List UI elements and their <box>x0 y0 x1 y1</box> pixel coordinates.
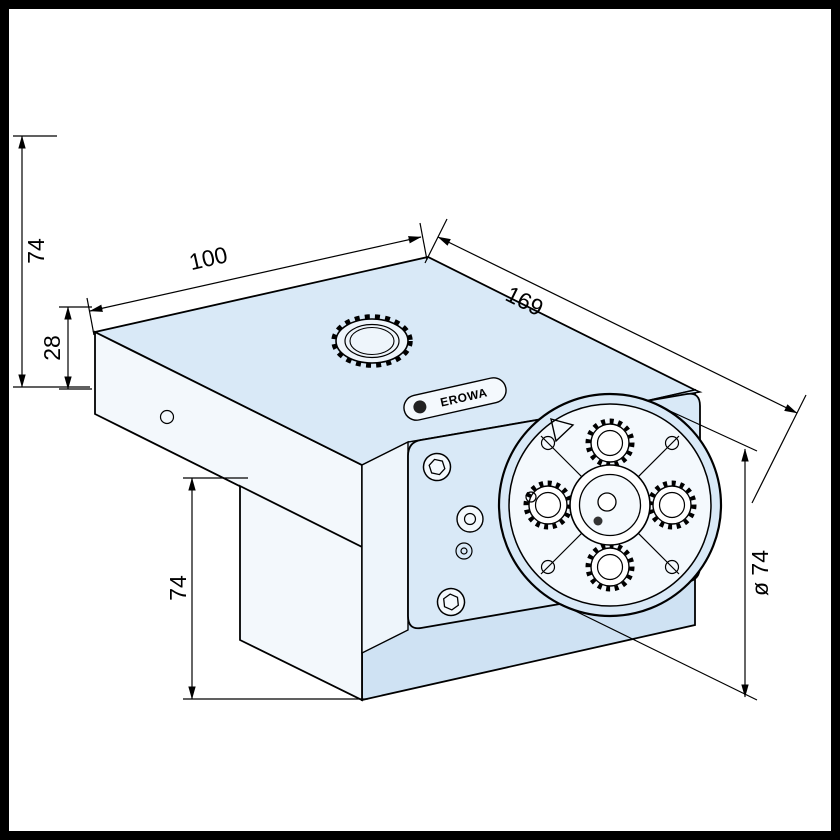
pilot-hole <box>159 409 175 425</box>
dimension-line <box>89 236 422 312</box>
extension-line <box>424 218 448 264</box>
balance-hole <box>664 559 680 575</box>
gripper-sprocket <box>647 480 697 530</box>
dimension-label: ø 74 <box>747 550 773 596</box>
index-dot <box>593 516 603 526</box>
dimension-chuck-diameter: ø 74 <box>560 405 773 701</box>
knurled-cap <box>331 314 413 368</box>
extension-line <box>658 405 758 452</box>
balance-hole <box>540 559 556 575</box>
hex-screw <box>422 452 452 482</box>
balance-hole <box>540 435 556 451</box>
flange-left-side <box>361 440 409 655</box>
dimension-label: 28 <box>39 335 65 361</box>
gripper-sprocket <box>585 418 635 468</box>
balance-hole <box>664 435 680 451</box>
dimension-label: 74 <box>165 575 191 601</box>
dimension-step-height: 28 <box>39 306 92 390</box>
mounting-block-face <box>239 484 363 702</box>
fitting-boss <box>455 542 473 560</box>
dimension-block-height: 74 <box>165 477 368 700</box>
fitting-boss-bore <box>463 512 477 526</box>
dimension-line <box>437 236 798 414</box>
fitting-boss <box>456 505 484 533</box>
chuck <box>497 392 723 618</box>
flange-hardware <box>422 452 484 617</box>
face-hole <box>525 491 537 503</box>
extension-line <box>560 603 758 701</box>
dimension-label: 74 <box>23 238 49 264</box>
extension-line <box>86 297 95 336</box>
logo-emblem-icon <box>413 400 427 414</box>
dimension-height-left: 74 <box>13 135 90 388</box>
extension-line <box>419 222 428 261</box>
gripper-sprocket <box>585 542 635 592</box>
fitting-boss-bore <box>460 547 468 555</box>
center-bore <box>569 464 651 546</box>
hex-screw <box>436 587 466 617</box>
orientation-triangle-icon <box>550 418 575 443</box>
